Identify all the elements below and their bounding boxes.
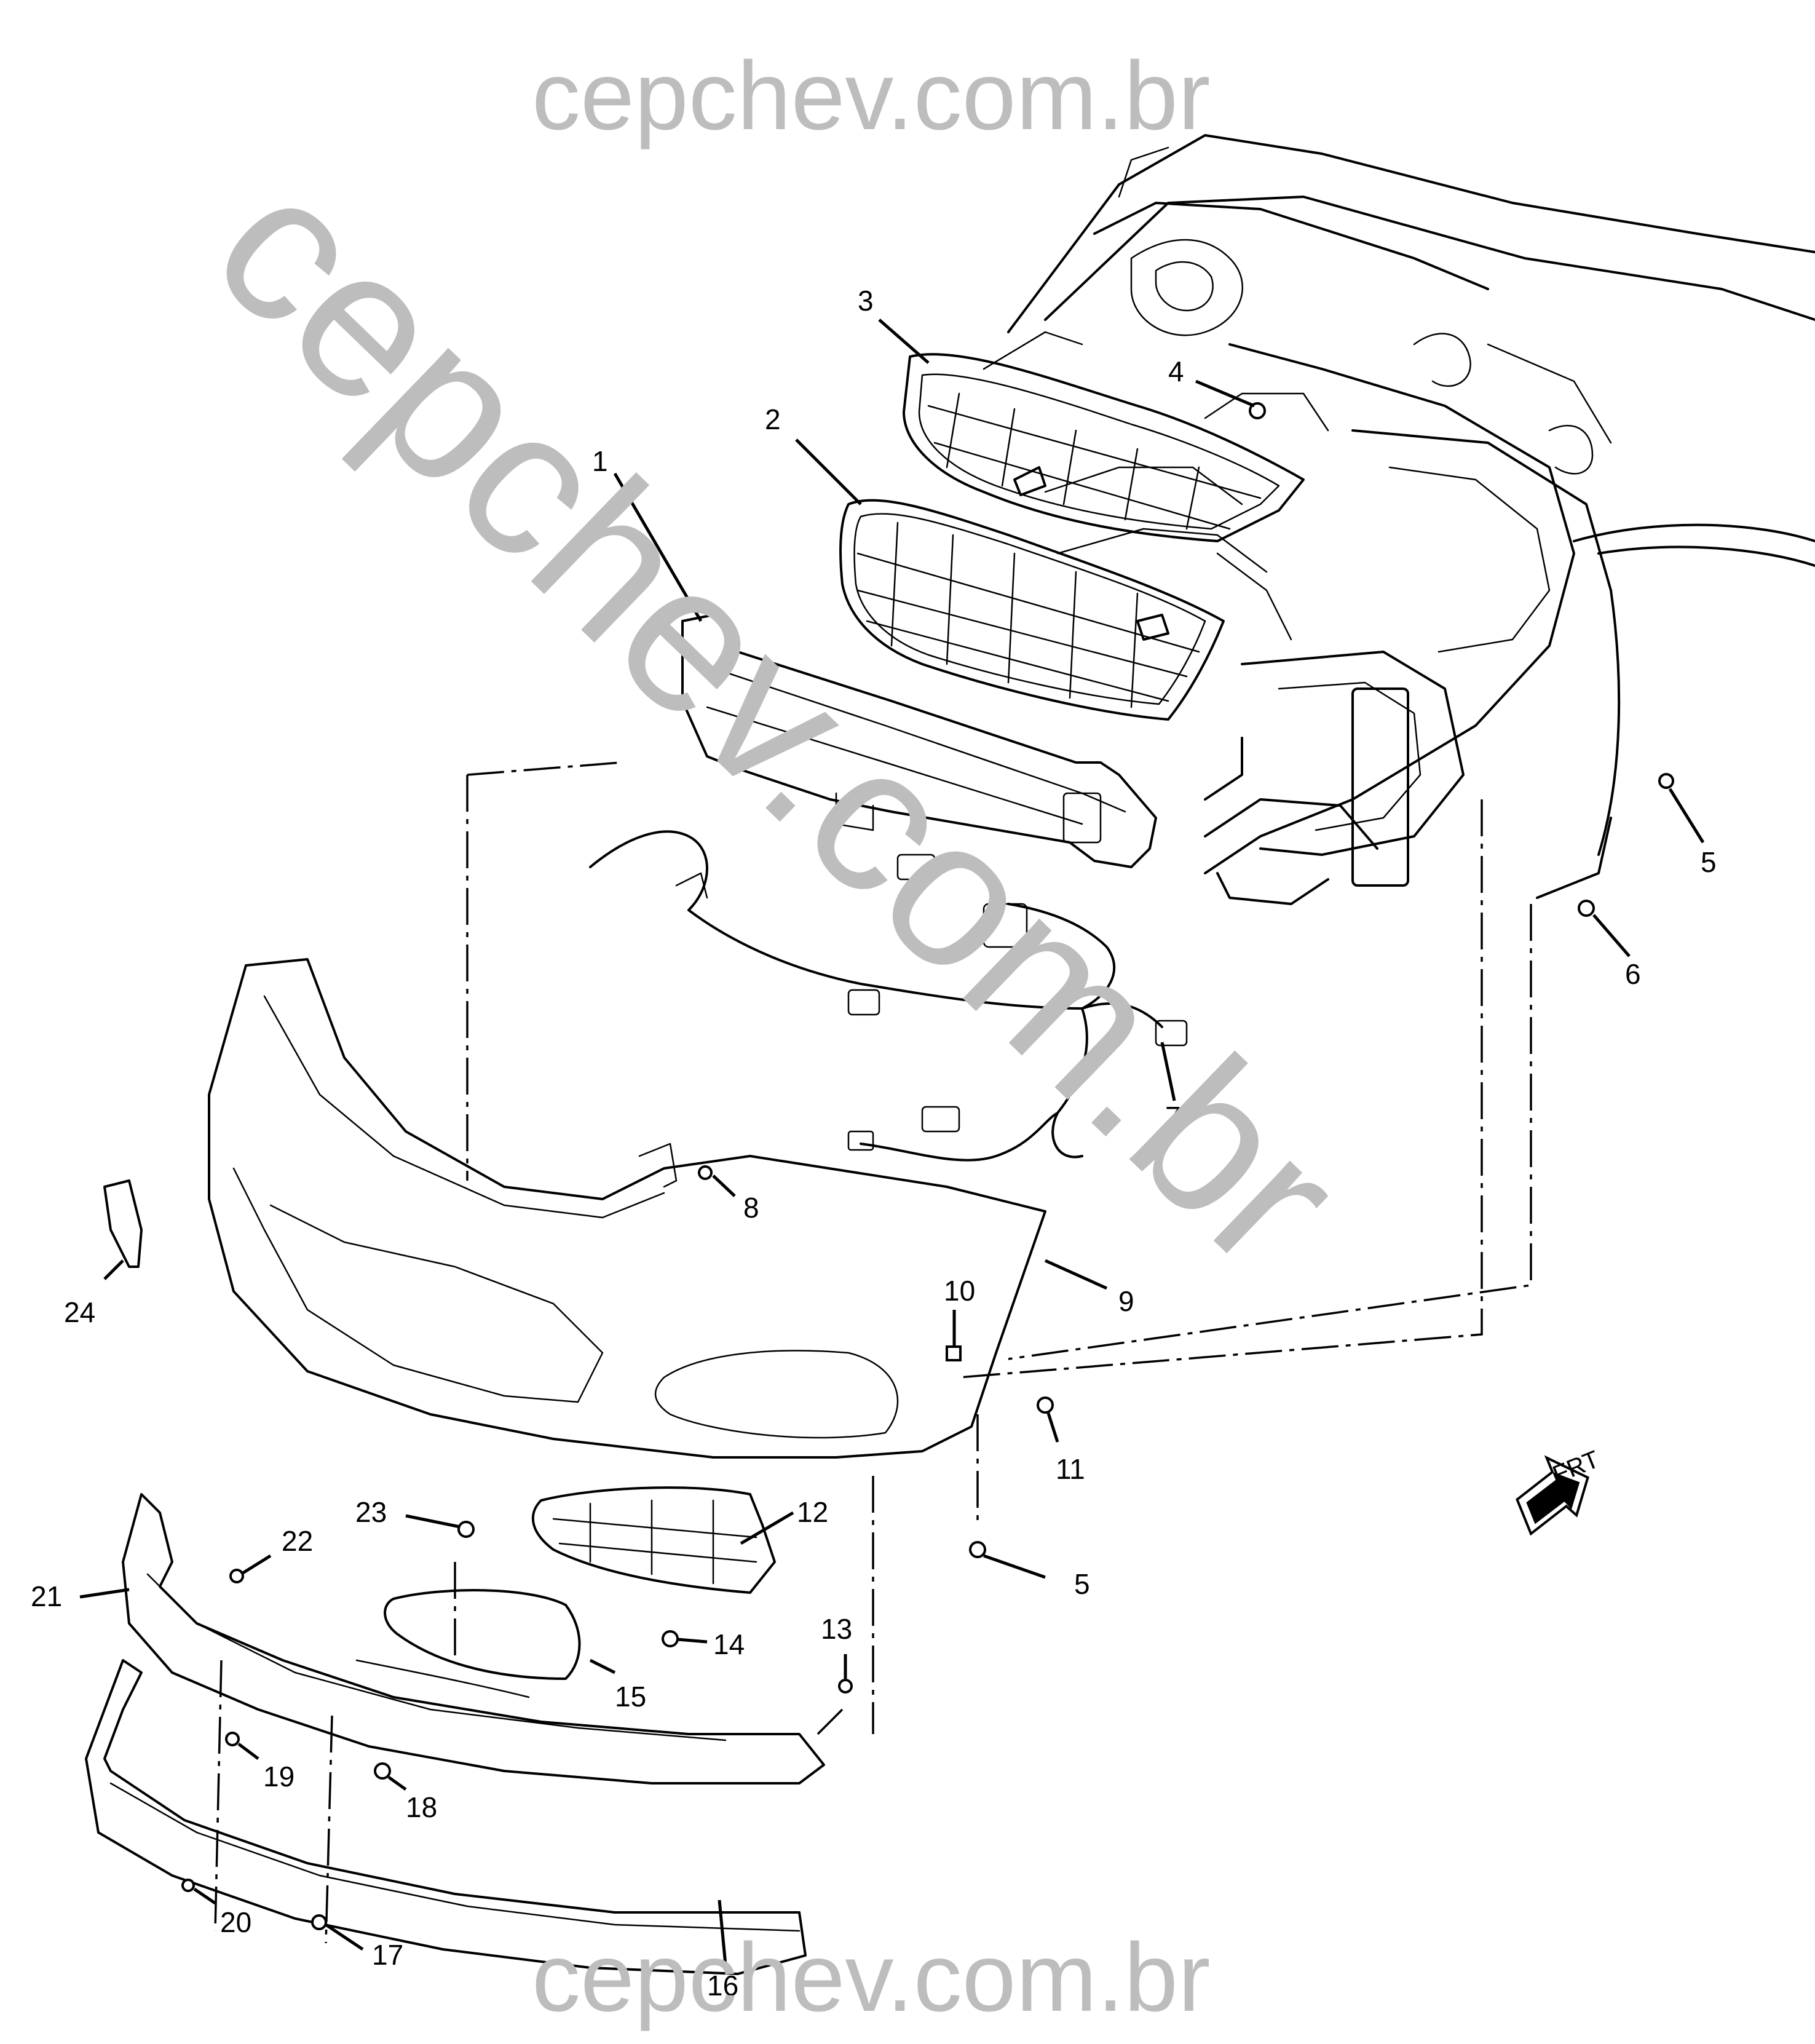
fastener-20 (181, 1879, 195, 1892)
callout-22: 22 (282, 1525, 313, 1557)
callout-12: 12 (797, 1496, 828, 1528)
wiring-harness (589, 830, 1188, 1162)
callout-10: 10 (944, 1275, 975, 1307)
callout-1: 1 (592, 445, 608, 477)
callout-15: 15 (615, 1681, 646, 1713)
assembly-leader-dashes (214, 761, 1532, 1944)
fastener-10 (946, 1345, 962, 1361)
upper-grille (903, 353, 1305, 542)
fasteners (103, 402, 1674, 1930)
fastener-5-upper (1658, 773, 1674, 789)
callout-8: 8 (743, 1192, 759, 1224)
callout-14: 14 (713, 1628, 745, 1660)
fastener-22 (229, 1569, 244, 1583)
watermark-top: cepchev.com.br (532, 42, 1211, 150)
fastener-18 (374, 1762, 391, 1780)
fastener-11 (1037, 1396, 1054, 1414)
callout-18: 18 (406, 1791, 437, 1823)
callout-5-upper: 5 (1701, 846, 1717, 878)
callout-16: 16 (707, 1970, 738, 2002)
front-bumper-fascia (208, 958, 1046, 1459)
tow-hook-cover (103, 1179, 143, 1268)
callout-7: 7 (1165, 1101, 1181, 1133)
grille-assembly (839, 499, 1225, 721)
fastener-8 (698, 1165, 713, 1180)
callout-5-lower: 5 (1074, 1568, 1090, 1600)
fastener-19 (225, 1732, 240, 1746)
fastener-14 (662, 1630, 679, 1647)
callout-3: 3 (858, 285, 874, 317)
callout-9: 9 (1118, 1285, 1134, 1317)
callout-21: 21 (31, 1580, 62, 1612)
fastener-5-lower (969, 1541, 986, 1558)
vehicle-front-structure (983, 134, 1815, 905)
callout-17: 17 (372, 1939, 403, 1971)
watermark-bottom: cepchev.com.br (532, 1923, 1211, 2032)
air-deflector (85, 1659, 807, 1975)
callout-labels: 1 2 3 4 5 5 6 7 8 9 10 11 12 13 14 15 16… (31, 285, 1717, 2002)
front-direction-badge: FRT (1516, 1446, 1603, 1536)
fastener-13 (838, 1679, 853, 1693)
callout-6: 6 (1625, 958, 1641, 990)
callout-13: 13 (821, 1613, 852, 1645)
lower-fascia (122, 1493, 825, 1785)
callout-23: 23 (355, 1496, 387, 1528)
callout-19: 19 (263, 1761, 295, 1792)
fastener-23 (457, 1521, 475, 1538)
fog-lamp-bezels (355, 1486, 776, 1698)
fastener-17 (311, 1914, 327, 1930)
callout-20: 20 (220, 1906, 251, 1938)
fastener-6 (1578, 900, 1595, 917)
callout-11: 11 (1056, 1453, 1085, 1485)
callout-4: 4 (1168, 355, 1184, 387)
callout-24: 24 (64, 1296, 95, 1328)
energy-absorber (681, 614, 1157, 868)
callout-2: 2 (765, 403, 781, 435)
leader-lines (79, 319, 1705, 1965)
